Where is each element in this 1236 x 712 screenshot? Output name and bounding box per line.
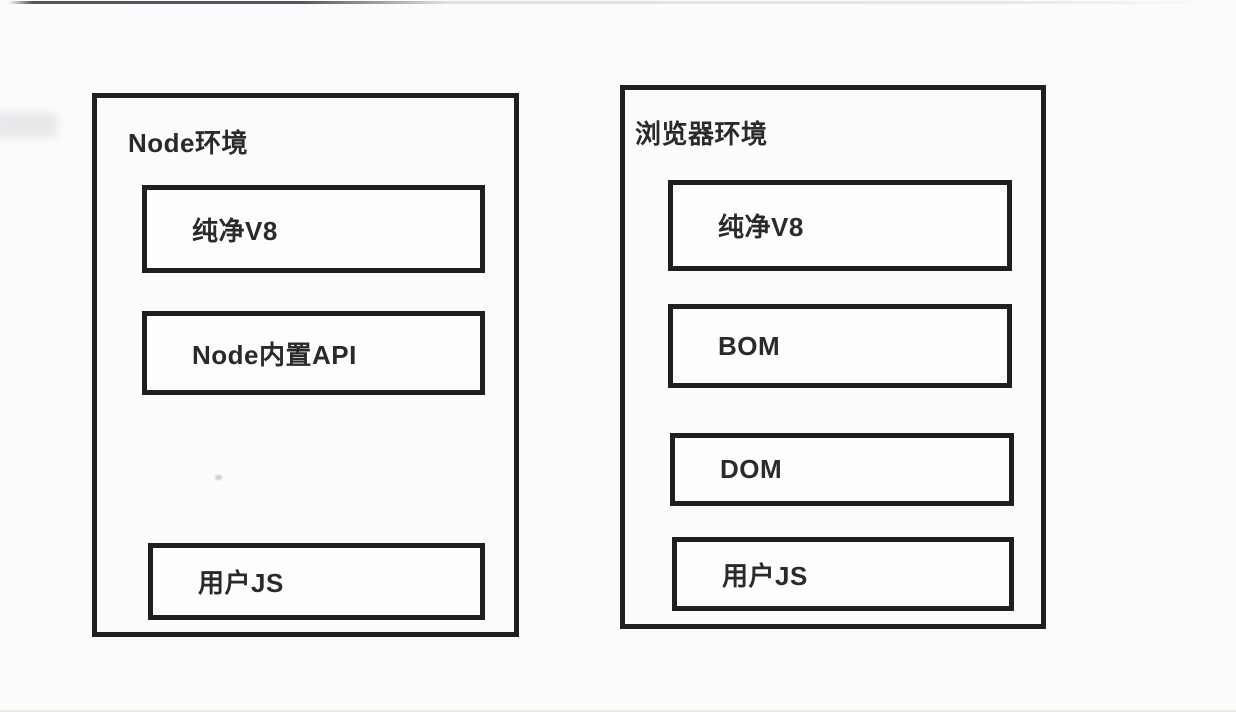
browser-pure-v8-box: 纯净V8 xyxy=(668,180,1012,271)
faint-watermark xyxy=(0,112,58,138)
browser-dom-box: DOM xyxy=(670,433,1014,506)
browser-bom-label: BOM xyxy=(718,330,781,361)
browser-environment-panel: 浏览器环境 纯净V8 BOM DOM 用户JS xyxy=(620,85,1046,629)
browser-user-js-label: 用户JS xyxy=(722,560,808,591)
node-user-js-box: 用户JS xyxy=(148,543,485,620)
node-environment-title: Node环境 xyxy=(128,128,249,158)
browser-dom-label: DOM xyxy=(720,454,783,484)
top-edge-line-artifact xyxy=(8,1,1228,4)
stray-dot-artifact xyxy=(215,475,222,480)
node-pure-v8-label: 纯净V8 xyxy=(192,215,278,246)
node-environment-panel: Node环境 纯净V8 Node内置API 用户JS xyxy=(92,93,519,637)
node-builtin-api-box: Node内置API xyxy=(142,311,485,395)
browser-pure-v8-label: 纯净V8 xyxy=(718,212,804,242)
node-pure-v8-box: 纯净V8 xyxy=(142,185,485,273)
bottom-edge-line-artifact xyxy=(0,704,1236,712)
browser-bom-box: BOM xyxy=(668,304,1012,388)
browser-environment-title: 浏览器环境 xyxy=(635,119,768,149)
node-user-js-label: 用户JS xyxy=(198,568,284,598)
browser-user-js-box: 用户JS xyxy=(672,537,1014,611)
node-builtin-api-label: Node内置API xyxy=(192,339,357,370)
